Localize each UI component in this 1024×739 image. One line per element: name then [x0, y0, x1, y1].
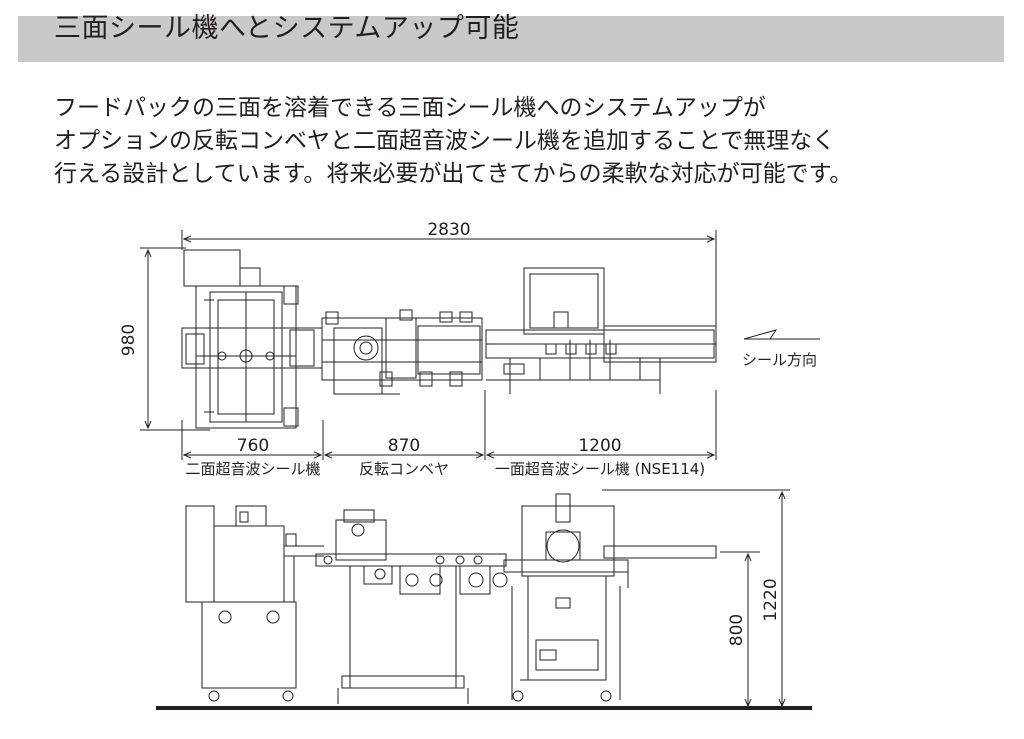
- seal-direction-arrow-icon: [743, 329, 820, 340]
- segment-width-3: 1200: [578, 436, 621, 456]
- description: フードパックの三面を溶着できる三面シール機へのシステムアップが オプションの反転…: [54, 92, 1014, 191]
- side-two-side-sealer: [185, 505, 324, 702]
- total-width-label: 2830: [427, 220, 470, 240]
- plan-reverse-conveyor: [321, 309, 483, 395]
- depth-label: 980: [119, 324, 139, 356]
- plan-two-side-sealer: [181, 249, 323, 429]
- description-line-2: オプションの反転コンベヤと二面超音波シール機を追加することで無理なく: [54, 128, 836, 154]
- segment-name-1: 二面超音波シール機: [185, 460, 320, 478]
- dimension-depth: [140, 247, 210, 431]
- description-line-1: フードパックの三面を溶着できる三面シール機へのシステムアップが: [54, 95, 766, 121]
- plan-view: [140, 230, 820, 460]
- seal-direction-label: シール方向: [742, 351, 817, 369]
- side-one-side-sealer: [492, 493, 717, 702]
- page-title: 三面シール機へとシステムアップ可能: [54, 13, 520, 44]
- side-height-label: 1220: [761, 578, 781, 621]
- plan-one-side-sealer: [485, 267, 717, 394]
- segment-name-3: 一面超音波シール機 (NSE114): [495, 460, 705, 478]
- dimension-segments: [181, 390, 717, 460]
- side-view: [156, 489, 812, 710]
- segment-name-2: 反転コンベヤ: [359, 460, 449, 478]
- side-reverse-conveyor: [315, 509, 507, 704]
- title-banner: [18, 16, 1004, 62]
- description-line-3: 行える設計としています。将来必要が出てきてからの柔軟な対応が可能です。: [54, 161, 853, 187]
- dimension-height: [602, 489, 790, 709]
- segment-width-1: 760: [237, 436, 269, 456]
- segment-width-2: 870: [388, 436, 420, 456]
- dimension-total-width: [181, 230, 717, 330]
- side-conveyor-height-label: 800: [727, 614, 747, 646]
